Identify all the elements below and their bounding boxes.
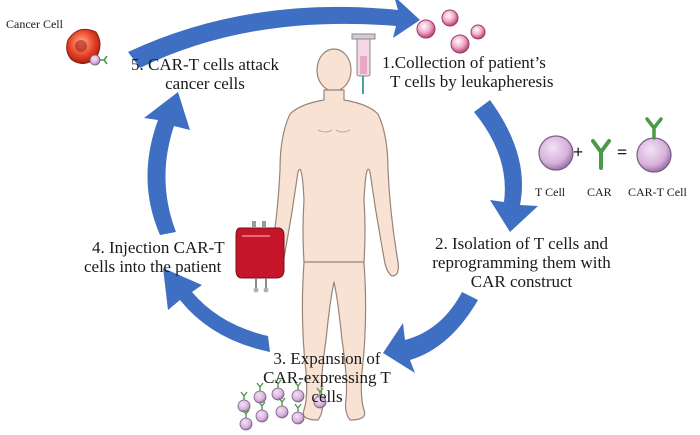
car-label: CAR: [587, 185, 612, 199]
cancer-cell-icon: [66, 28, 108, 66]
step-4-label: 4. Injection CAR-T cells into the patien…: [84, 238, 244, 276]
car-receptor: [240, 391, 248, 400]
car-receptor: [258, 401, 266, 410]
cycle-arrows: [128, 0, 538, 373]
step-3-label: 3. Expansion of CAR-expressing T cells: [252, 349, 402, 406]
step-5-line-2: cancer cells: [165, 74, 245, 93]
equation-equals: =: [617, 142, 628, 162]
equation-plus: +: [573, 142, 584, 162]
car-receptor: [278, 397, 286, 406]
step-2-line-1: 2. Isolation of T cells and: [434, 234, 609, 253]
car-receptor: [242, 409, 250, 418]
car-t-cell: [291, 411, 305, 425]
step-1-label: 1.Collection of patient’s T cells by leu…: [382, 53, 582, 91]
patient-legs: [301, 261, 367, 421]
patient-head: [316, 48, 352, 92]
t-cell-icon: [538, 135, 574, 171]
step-2-label: 2. Isolation of T cells and reprogrammin…: [414, 234, 629, 291]
arrow-5-to-1: [128, 0, 420, 68]
arrow-4-to-5: [144, 92, 190, 235]
blood-bag-icon: [235, 221, 285, 293]
car-receptor: [294, 381, 302, 390]
step-5-line-1: 5. CAR-T cells attack: [131, 55, 279, 74]
car-t-cell-icon: [636, 137, 672, 173]
car-t-cell-label: CAR-T Cell: [628, 185, 687, 199]
step-3-line-3: cells: [311, 387, 343, 406]
t-cell-label: T Cell: [535, 185, 566, 199]
car-receptor: [274, 379, 282, 388]
car-receptor: [294, 403, 302, 412]
cancer-cell-label: Cancer Cell: [6, 17, 63, 31]
arrow-2-to-3: [383, 292, 478, 373]
patient-torso-arms: [269, 89, 399, 277]
step-2-line-2: reprogramming them with: [432, 253, 611, 272]
step-5-label: 5. CAR-T cells attack cancer cells: [115, 55, 295, 93]
arrow-1-to-2: [474, 100, 538, 232]
step-1-line-1: 1.Collection of patient’s: [382, 53, 546, 72]
step-3-line-1: 3. Expansion of: [273, 349, 381, 368]
step-1-line-2: T cells by leukapheresis: [390, 72, 554, 91]
step-4-line-1: 4. Injection CAR-T: [92, 238, 225, 257]
car-t-cell: [275, 405, 289, 419]
step-4-line-2: cells into the patient: [84, 257, 222, 276]
patient-body: [269, 48, 399, 421]
equation-graphics: [538, 117, 672, 173]
car-receptor: [256, 382, 264, 391]
expanded-car-t-cells: [237, 379, 327, 431]
step-3-line-2: CAR-expressing T: [263, 368, 391, 387]
syringe: [351, 33, 376, 94]
collected-t-cells: [416, 9, 486, 54]
car-receptor: [316, 387, 324, 396]
arrow-3-to-4: [163, 268, 270, 352]
car-icon: [591, 139, 611, 170]
car-t-cell: [239, 417, 253, 431]
step-2-line-3: CAR construct: [470, 272, 573, 291]
car-t-cell: [255, 409, 269, 423]
